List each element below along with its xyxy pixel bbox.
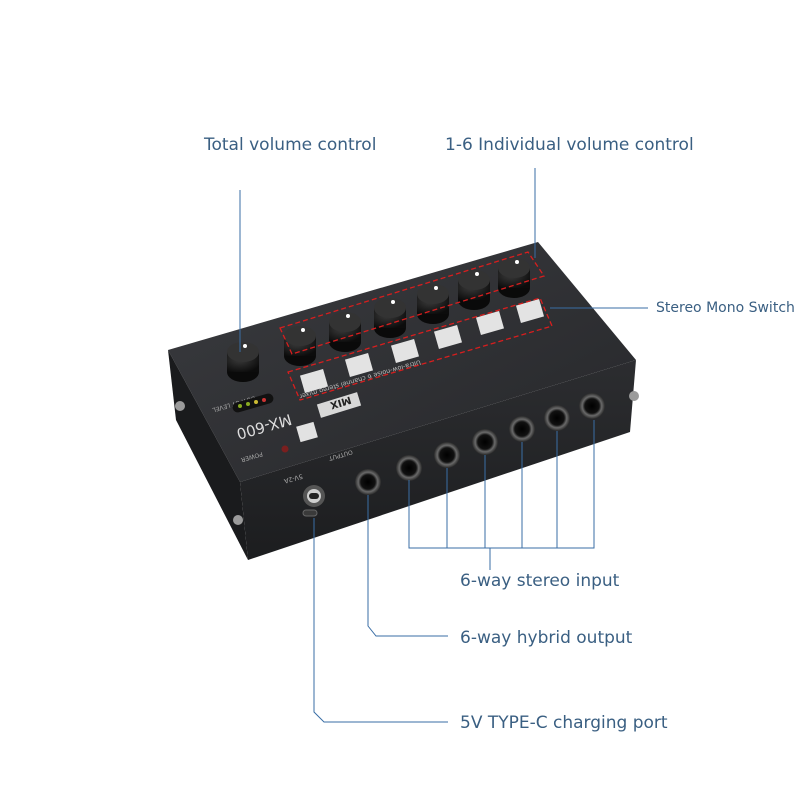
input-jack-2 bbox=[544, 405, 570, 431]
power-button bbox=[296, 421, 318, 443]
input-jack-5 bbox=[434, 442, 460, 468]
individual-volume-callout: 1-6 Individual volume control bbox=[445, 135, 694, 155]
output-jack bbox=[355, 469, 381, 495]
brand-badge bbox=[316, 392, 362, 418]
input-jack-1 bbox=[579, 393, 605, 419]
input-jack-4 bbox=[472, 429, 498, 455]
leader-lines bbox=[239, 168, 648, 723]
channel-knobs bbox=[284, 258, 530, 366]
power-led bbox=[281, 445, 289, 453]
device-top-face bbox=[168, 242, 636, 482]
stereo-mono-callout: Stereo Mono Switch bbox=[656, 300, 795, 316]
charging-port-leader bbox=[313, 518, 448, 723]
total-volume-callout: Total volume control bbox=[204, 135, 377, 155]
type-c-port bbox=[302, 485, 325, 517]
total-volume-knob bbox=[227, 342, 259, 382]
stereo-mono-switches bbox=[299, 299, 545, 393]
stereo-input-leader bbox=[408, 420, 595, 549]
knobs-highlight-box bbox=[279, 251, 546, 355]
stereo-input-callout: 6-way stereo input bbox=[460, 571, 620, 591]
device-left-face bbox=[168, 350, 248, 560]
front-jacks bbox=[355, 393, 605, 495]
input-jack-3 bbox=[509, 416, 535, 442]
charging-port-callout: 5V TYPE-C charging port bbox=[460, 713, 668, 733]
input-jack-6 bbox=[396, 455, 422, 481]
hybrid-output-callout: 6-way hybrid output bbox=[460, 628, 633, 648]
hybrid-output-leader bbox=[367, 495, 448, 637]
